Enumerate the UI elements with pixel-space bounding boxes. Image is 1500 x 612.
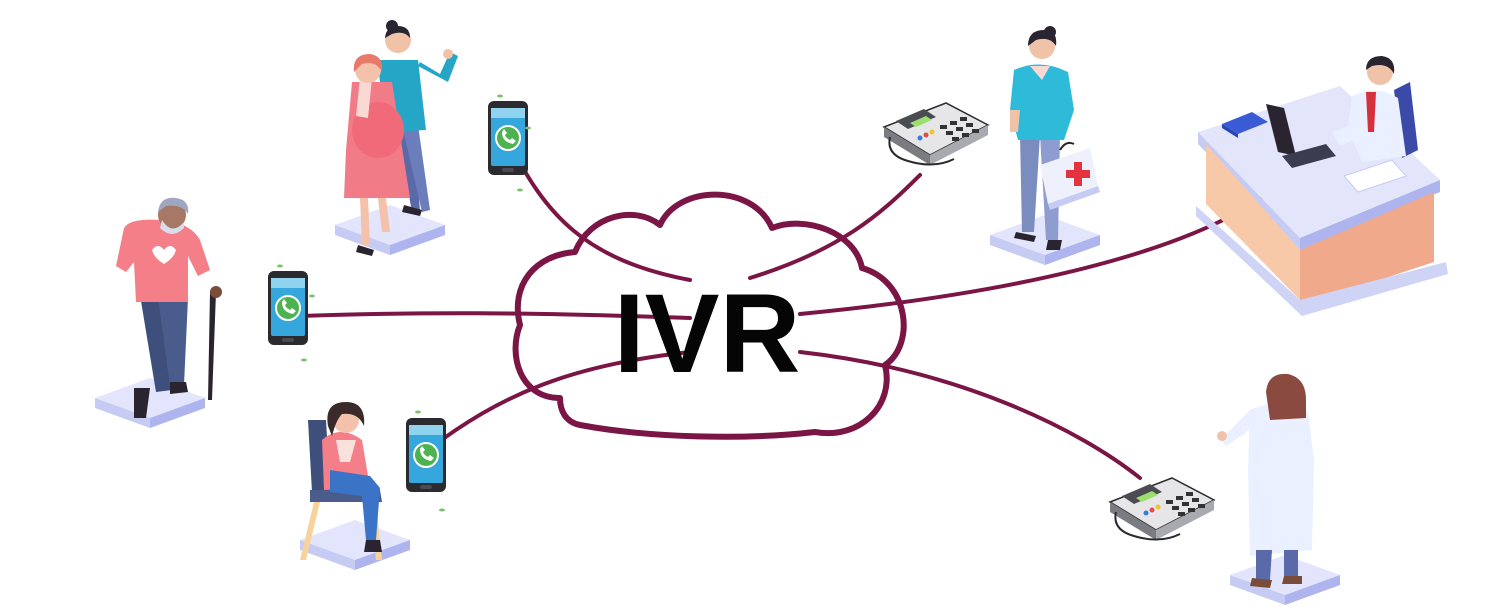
connector-lines bbox=[298, 138, 1307, 480]
desk-phone-icon bbox=[883, 102, 989, 166]
mobile-phone-icon bbox=[487, 100, 529, 176]
nurse-figure bbox=[990, 26, 1100, 265]
connector-seated-woman bbox=[426, 350, 692, 452]
mobile-phone-icon bbox=[405, 417, 447, 493]
connector-couple bbox=[506, 138, 692, 282]
connector-elder bbox=[298, 311, 692, 320]
female-doctor-figure bbox=[1217, 373, 1340, 605]
connector-nurse bbox=[748, 173, 922, 280]
elderly-man-figure bbox=[95, 197, 222, 428]
center-label: IVR bbox=[614, 271, 801, 396]
pregnant-couple-figure bbox=[335, 20, 458, 256]
doctor-at-desk-figure bbox=[1196, 56, 1448, 316]
seated-woman-figure bbox=[300, 402, 410, 570]
cloud-shape bbox=[512, 191, 907, 440]
desk-phone-icon bbox=[1109, 477, 1215, 541]
connector-female-doctor bbox=[798, 350, 1142, 480]
leaf-accents bbox=[277, 94, 531, 512]
mobile-phone-icon bbox=[267, 270, 309, 346]
